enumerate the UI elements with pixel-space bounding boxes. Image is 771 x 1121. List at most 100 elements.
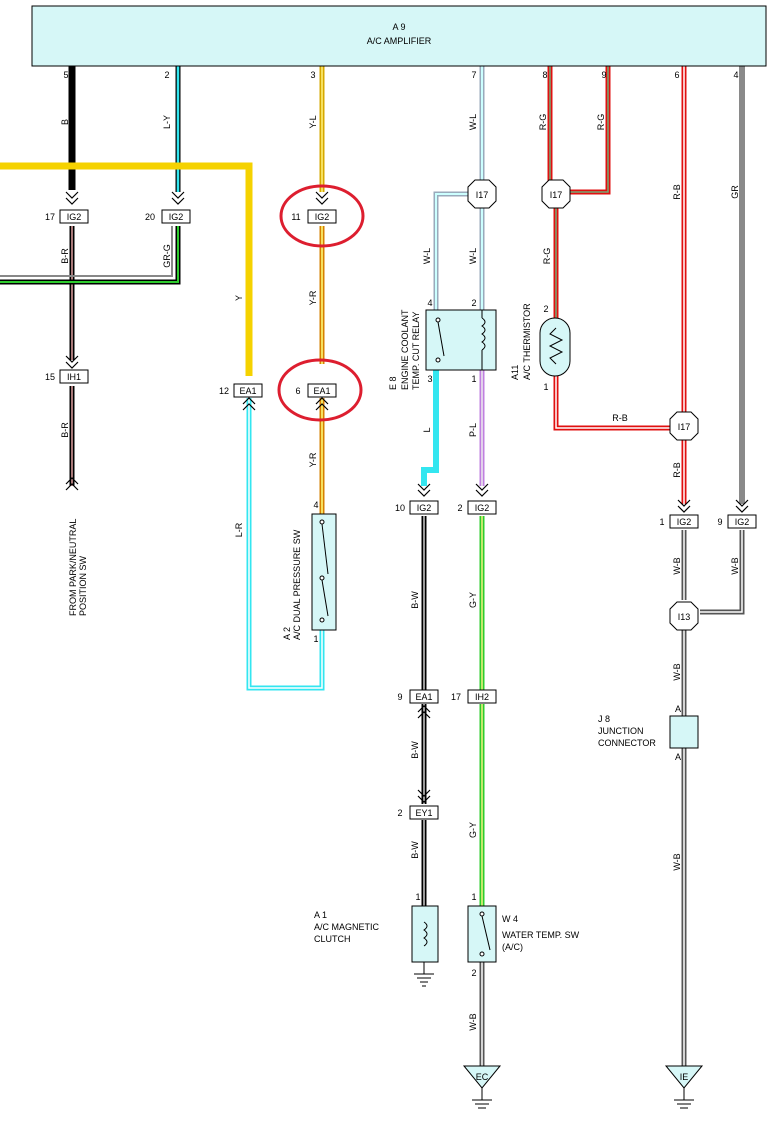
switch-pin: 4 <box>313 500 318 510</box>
amp-pin: 8 <box>542 70 547 80</box>
connector-pin: 11 <box>291 212 300 222</box>
connector-ea1-12: EA1 12 <box>219 383 263 398</box>
junction-label: I17 <box>550 190 563 200</box>
water-switch-code: W 4 <box>502 914 518 924</box>
ground-label: EC <box>476 1072 489 1082</box>
wire-rg <box>547 66 611 318</box>
wire-wb-ie <box>681 530 745 1068</box>
connector-code: IH2 <box>475 692 489 702</box>
amplifier-panel: A 9 A/C AMPLIFIER <box>31 5 767 67</box>
junction-label: I17 <box>678 422 691 432</box>
amp-pin: 3 <box>310 70 315 80</box>
park-neutral-label: FROM PARK/NEUTRAL POSITION SW <box>68 519 88 616</box>
park-line: POSITION SW <box>78 555 88 616</box>
connector-pin: 12 <box>219 386 229 396</box>
wire-label: L-R <box>234 522 244 537</box>
connector-pin: 9 <box>717 517 722 527</box>
water-switch-name: (A/C) <box>502 942 523 952</box>
connector-pin: 17 <box>451 692 461 702</box>
connector-code: EA1 <box>415 692 432 702</box>
relay-pin: 4 <box>427 298 432 308</box>
junction-label: I17 <box>476 190 489 200</box>
relay-pin: 3 <box>427 374 432 384</box>
amplifier-code: A 9 <box>392 22 405 32</box>
wire-label: W-L <box>468 114 478 130</box>
resistor-icon <box>548 327 564 365</box>
thermistor-name: A/C THERMISTOR <box>522 303 532 380</box>
wires <box>0 66 745 1068</box>
connector-ea1-9: EA1 9 <box>397 689 439 704</box>
connector-code: IG2 <box>417 503 432 513</box>
coil-icon <box>423 921 428 947</box>
connector-pin: 9 <box>397 692 402 702</box>
connector-ig2-11: IG2 11 <box>291 209 337 224</box>
junction-i13: I13 <box>669 601 699 631</box>
ground-icon <box>414 973 434 987</box>
connector-pin: 2 <box>397 808 402 818</box>
ac-magnetic-clutch: 1 A 1 A/C MAGNETIC CLUTCH <box>314 892 439 987</box>
up-chevron-icon <box>315 397 329 411</box>
chevrons <box>65 191 749 803</box>
down-chevron-icon <box>677 499 691 513</box>
connector-code: IG2 <box>677 517 692 527</box>
connector-pin: 20 <box>145 212 155 222</box>
highlight-ellipse <box>277 358 363 422</box>
connector-ey1-2: EY1 2 <box>397 805 439 820</box>
wire-l <box>421 370 439 486</box>
wire-label: R-G <box>596 114 606 131</box>
junction-connector-name: CONNECTOR <box>598 738 656 748</box>
down-chevron-icon <box>417 483 431 497</box>
connector-ig2-10: IG2 10 <box>395 500 439 515</box>
junction-label: I13 <box>678 612 691 622</box>
down-chevron-icon <box>65 191 79 205</box>
connector-ig2-9: IG2 9 <box>717 514 757 529</box>
junction-connector-name: JUNCTION <box>598 726 644 736</box>
wire-label: B-R <box>60 248 70 264</box>
down-chevron-icon <box>735 499 749 513</box>
amp-pin: 2 <box>164 70 169 80</box>
connectors: IG2 17 IG2 20 IG2 11 IH1 15 EA1 12 EA1 6 <box>45 209 757 820</box>
wire-label: L-Y <box>162 115 172 129</box>
wire-ly <box>0 66 181 285</box>
relay-name: TEMP. CUT RELAY <box>411 311 421 390</box>
wire-label: W-B <box>672 557 682 574</box>
ground-label: IE <box>680 1072 689 1082</box>
ground-ie: IE <box>664 1065 704 1109</box>
connector-code: IG2 <box>475 503 490 513</box>
relay-name: ENGINE COOLANT <box>400 309 410 390</box>
amplifier-name: A/C AMPLIFIER <box>367 36 432 46</box>
clutch-name: CLUTCH <box>314 934 351 944</box>
wire-label: L <box>422 427 432 432</box>
connector-ih2-17: IH2 17 <box>451 689 497 704</box>
connector-ig2-20: IG2 20 <box>145 209 191 224</box>
down-chevron-icon <box>475 483 489 497</box>
switch-pin: 1 <box>313 634 318 644</box>
relay-pin: 1 <box>471 374 476 384</box>
wire-wl <box>433 66 485 312</box>
relay-code: E 8 <box>388 376 398 390</box>
wire-label: B-W <box>410 841 420 859</box>
wire-label: R-B <box>612 413 628 423</box>
connector-pin: 1 <box>659 517 664 527</box>
thermistor-code: A11 <box>510 365 520 380</box>
connector-code: IH1 <box>67 372 81 382</box>
connector-ig2-1: IG2 1 <box>659 514 699 529</box>
connector-code: IG2 <box>67 212 82 222</box>
clutch-code: A 1 <box>314 910 327 920</box>
wire-label: R-G <box>542 248 552 265</box>
wire-label: Y-R <box>308 452 318 467</box>
wire-label: W-L <box>422 248 432 264</box>
wire-label: B-R <box>60 422 70 438</box>
switch-name: A/C DUAL PRESSURE SW <box>292 529 302 640</box>
junction-i17: I17 <box>669 411 699 441</box>
connector-ih1-15: IH1 15 <box>45 369 89 384</box>
wire-label: GR <box>730 185 740 199</box>
ac-dual-pressure-switch: 4 1 A 2 A/C DUAL PRESSURE SW <box>282 500 337 644</box>
wire-label: W-B <box>672 663 682 680</box>
junction-connector-pin: A <box>675 752 681 762</box>
connector-pin: 17 <box>45 212 55 222</box>
wire-y <box>0 162 253 376</box>
connector-code: IG2 <box>169 212 184 222</box>
connector-pin: 10 <box>395 503 405 513</box>
